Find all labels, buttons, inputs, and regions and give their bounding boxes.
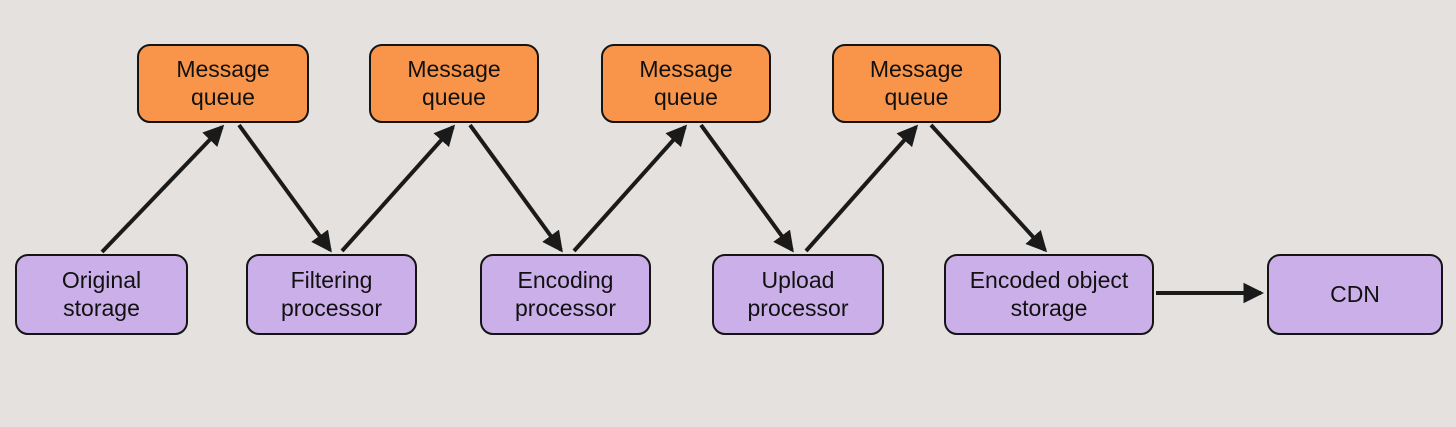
node-message-queue-1: Message queue	[137, 44, 309, 123]
node-cdn: CDN	[1267, 254, 1443, 335]
node-label-cdn: CDN	[1330, 280, 1380, 307]
node-label-message-queue-3: Message queue	[639, 56, 733, 110]
edge-encoding-processor-to-message-queue-3	[572, 124, 688, 253]
node-label-filtering-processor: Filtering processor	[281, 267, 382, 321]
edge-upload-processor-to-message-queue-4	[804, 124, 919, 253]
edge-message-queue-1-to-filtering-processor	[237, 123, 332, 253]
edge-message-queue-3-to-upload-processor	[699, 123, 794, 253]
node-label-upload-processor: Upload processor	[747, 267, 849, 321]
node-label-message-queue-2: Message queue	[407, 56, 501, 110]
node-message-queue-3: Message queue	[601, 44, 771, 123]
node-label-encoded-object-storage: Encoded object storage	[969, 267, 1129, 321]
node-encoded-object-storage: Encoded object storage	[944, 254, 1154, 335]
node-label-original-storage: Original storage	[61, 267, 142, 321]
edge-filtering-processor-to-message-queue-2	[340, 124, 456, 253]
node-message-queue-2: Message queue	[369, 44, 539, 123]
edge-message-queue-2-to-encoding-processor	[468, 123, 563, 253]
edge-message-queue-4-to-encoded-object-storage	[929, 123, 1048, 253]
node-message-queue-4: Message queue	[832, 44, 1001, 123]
node-label-encoding-processor: Encoding processor	[515, 267, 616, 321]
node-upload-processor: Upload processor	[712, 254, 884, 335]
edge-original-storage-to-message-queue-1	[100, 124, 225, 254]
node-original-storage: Original storage	[15, 254, 188, 335]
node-encoding-processor: Encoding processor	[480, 254, 651, 335]
node-label-message-queue-1: Message queue	[176, 56, 270, 110]
node-label-message-queue-4: Message queue	[869, 56, 964, 110]
node-filtering-processor: Filtering processor	[246, 254, 417, 335]
